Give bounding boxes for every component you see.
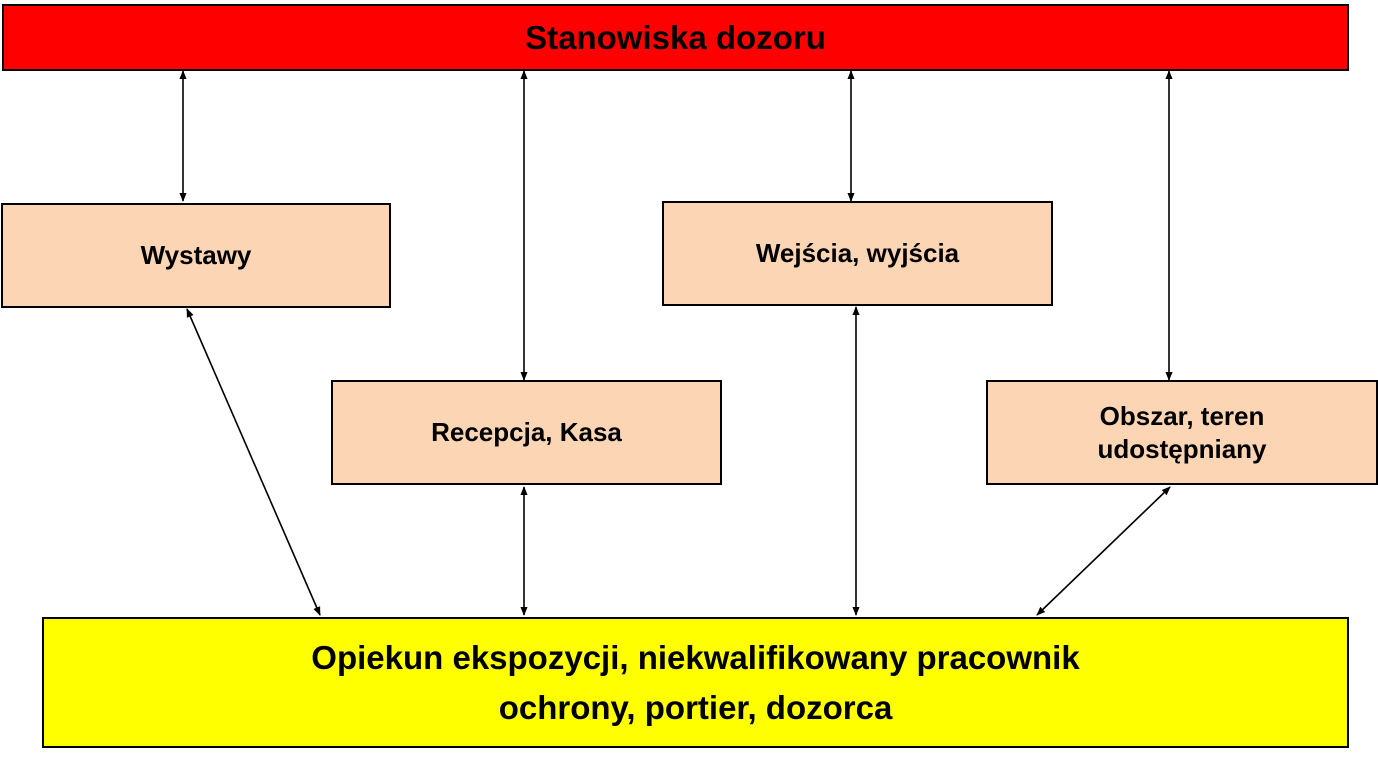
staff-label-line1: Opiekun ekspozycji, niekwalifikowany pra… [311,638,1080,676]
reception-cashier-box: Recepcja, Kasa [331,380,722,485]
staff-box: Opiekun ekspozycji, niekwalifikowany pra… [42,617,1349,748]
entrances-exits-box: Wejścia, wyjścia [662,201,1053,306]
reception-cashier-label: Recepcja, Kasa [431,417,622,447]
shared-area-label-line1: Obszar, teren [1099,400,1265,431]
supervision-stations-box: Stanowiska dozoru [2,4,1349,71]
exhibitions-label: Wystawy [140,240,252,270]
arrow-wystawy-bottom [186,308,321,616]
shared-area-label-line2: udostępniany [1097,433,1267,464]
entrances-exits-label: Wejścia, wyjścia [755,238,960,268]
staff-label-line2: ochrony, portier, dozorca [498,688,893,726]
shared-area-box: Obszar, teren udostępniany [986,380,1378,485]
arrow-obszar-bottom [1036,486,1171,616]
supervision-stations-label: Stanowiska dozoru [525,18,826,56]
exhibitions-box: Wystawy [1,203,391,308]
